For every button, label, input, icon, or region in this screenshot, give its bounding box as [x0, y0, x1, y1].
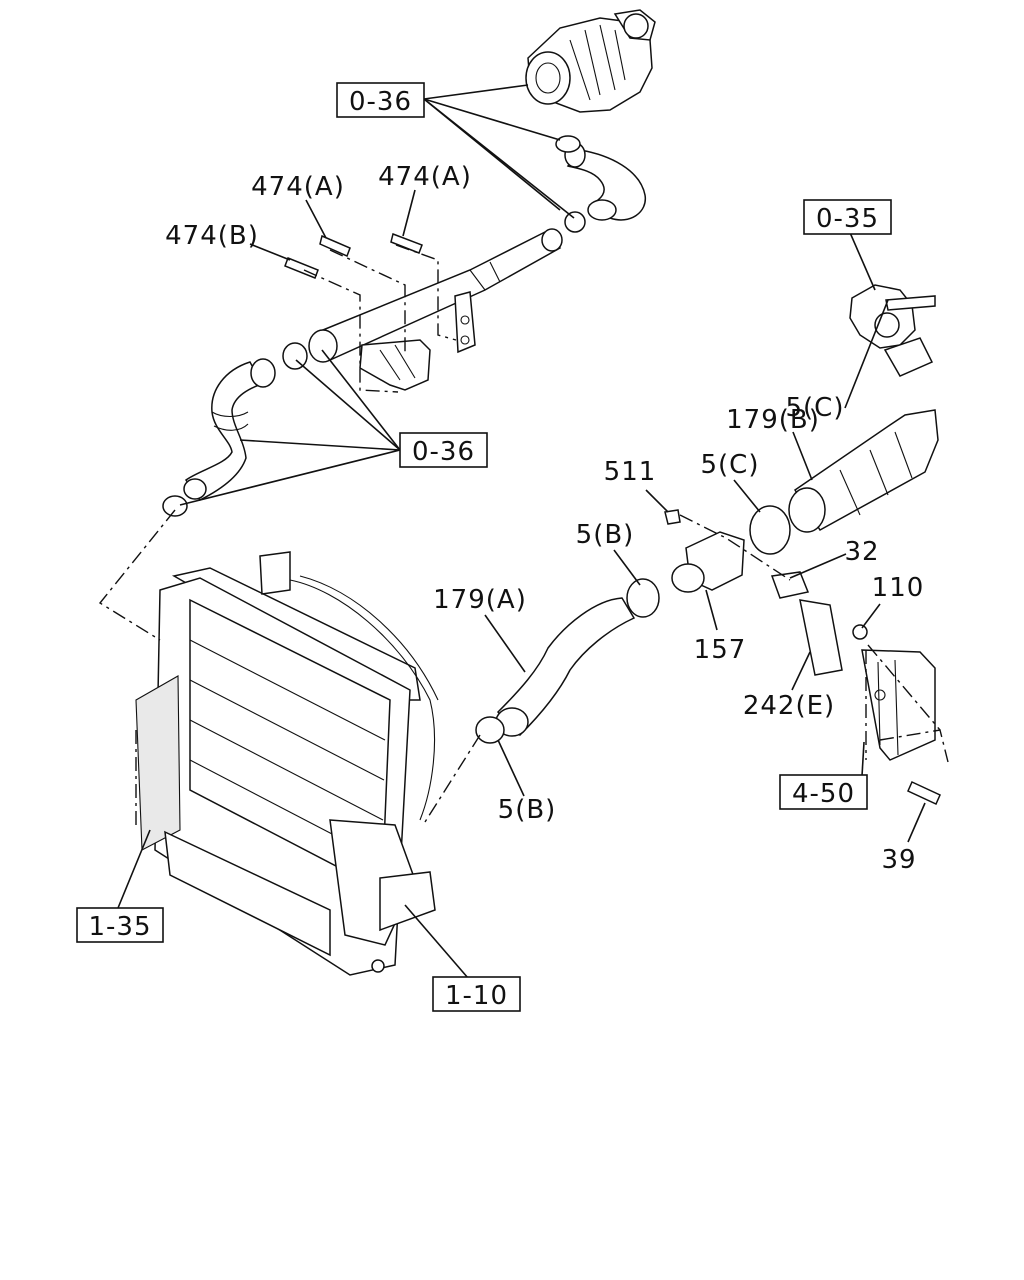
ref-label: 1-35 [88, 912, 151, 942]
ref-box-0-36-mid: 0-36 [399, 432, 488, 468]
leader-lines [98, 84, 949, 979]
bolt-474-drawings [284, 232, 423, 279]
ref-box-4-50: 4-50 [779, 774, 868, 810]
label-179a: 179(A) [433, 585, 527, 615]
ref-label: 0-35 [816, 204, 879, 234]
label-39: 39 [881, 845, 916, 875]
label-32: 32 [844, 537, 879, 567]
label-5c-mid: 5(C) [701, 450, 760, 480]
hose-179b-drawing [788, 295, 939, 533]
left-lower-hose-drawing [162, 342, 308, 517]
ref-box-0-36-top: 0-36 [336, 82, 425, 118]
ref-label: 1-10 [445, 981, 508, 1011]
ref-box-0-35: 0-35 [803, 199, 892, 235]
part-labels: 474(A) 474(A) 474(B) 5(C) 179(B) 511 5(C… [165, 162, 925, 875]
radiator-assembly-drawing [135, 551, 439, 976]
ref-label: 0-36 [412, 437, 475, 467]
ref-label: 4-50 [792, 779, 855, 809]
label-5b-upper: 5(B) [576, 520, 635, 550]
label-474b: 474(B) [165, 221, 259, 251]
label-242e: 242(E) [743, 691, 835, 721]
intercooler-pipe-drawing [308, 228, 563, 391]
ref-box-1-10: 1-10 [432, 976, 521, 1012]
upper-turbo-hose-drawing [555, 135, 646, 233]
clamps-drawing [626, 505, 791, 618]
turbocharger-drawing [525, 9, 656, 113]
label-474a-right: 474(A) [378, 162, 472, 192]
ref-box-1-35: 1-35 [76, 907, 164, 943]
mount-bracket-drawing [861, 649, 941, 806]
label-474a-left: 474(A) [251, 172, 345, 202]
label-5b-lower: 5(B) [498, 795, 557, 825]
label-157: 157 [694, 635, 747, 665]
hose-179a-drawing [475, 597, 636, 744]
label-5c-top: 5(C) [786, 393, 845, 423]
label-179b: 179(B) [726, 405, 820, 435]
label-110: 110 [872, 573, 925, 603]
ref-label: 0-36 [349, 87, 412, 117]
label-511: 511 [604, 457, 657, 487]
